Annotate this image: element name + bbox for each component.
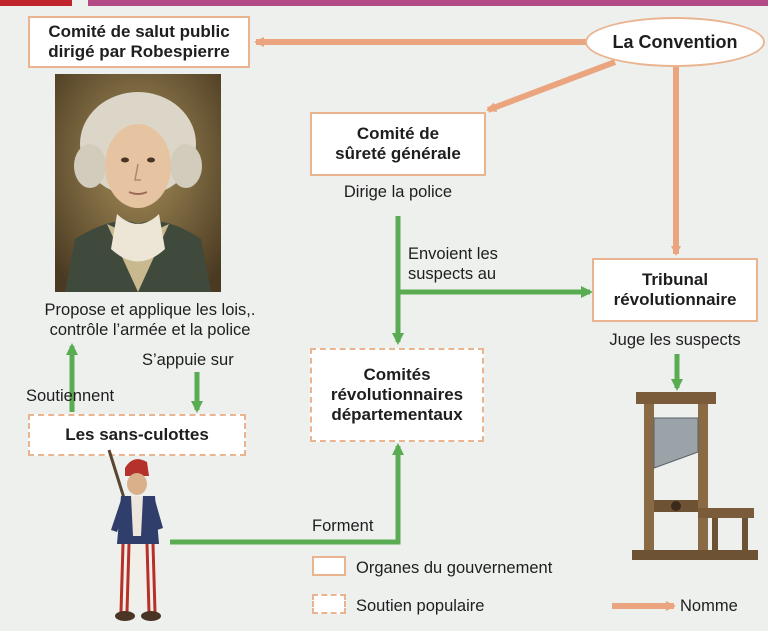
node-comites-revolutionnaires: Comités révolutionnaires départementaux bbox=[310, 348, 484, 442]
label-appuie: S’appuie sur bbox=[142, 351, 234, 369]
robespierre-portrait bbox=[55, 74, 221, 292]
node-comite-salut-public: Comité de salut public dirigé par Robesp… bbox=[28, 16, 250, 68]
legend-nomme-label: Nomme bbox=[680, 597, 738, 615]
label-juge: Juge les suspects bbox=[609, 331, 741, 349]
banner-pink-bar bbox=[88, 0, 768, 6]
node-tribunal-label: Tribunal révolutionnaire bbox=[613, 270, 737, 309]
node-tribunal: Tribunal révolutionnaire bbox=[592, 258, 758, 322]
node-comite-salut-public-label: Comité de salut public dirigé par Robesp… bbox=[48, 22, 230, 61]
node-comite-surete: Comité de sûreté générale bbox=[310, 112, 486, 176]
legend-gov-swatch bbox=[312, 556, 346, 576]
label-forment: Forment bbox=[312, 517, 374, 535]
label-dirige-police: Dirige la police bbox=[343, 183, 453, 201]
node-convention: La Convention bbox=[585, 17, 765, 67]
label-soutiennent: Soutiennent bbox=[26, 387, 115, 405]
node-comites-revolutionnaires-label: Comités révolutionnaires départementaux bbox=[330, 365, 464, 424]
node-sans-culottes-label: Les sans-culottes bbox=[65, 425, 209, 444]
legend-pop-label: Soutien populaire bbox=[356, 597, 485, 615]
node-comite-surete-label: Comité de sûreté générale bbox=[335, 124, 461, 163]
guillotine-illustration bbox=[612, 388, 762, 568]
legend-pop-swatch bbox=[312, 594, 346, 614]
top-banner bbox=[0, 0, 768, 8]
legend-gov-label: Organes du gouvernement bbox=[356, 559, 553, 577]
label-propose: Propose et applique les lois,. contrôle … bbox=[44, 301, 256, 339]
node-convention-label: La Convention bbox=[612, 31, 738, 52]
node-sans-culottes: Les sans-culottes bbox=[28, 414, 246, 456]
sans-culotte-figure bbox=[95, 446, 185, 626]
arrow-convention-to-surete bbox=[486, 59, 617, 113]
label-envoient: Envoient les suspects au bbox=[408, 245, 498, 283]
arrow-forment bbox=[170, 443, 404, 545]
banner-red-tab bbox=[0, 0, 72, 6]
